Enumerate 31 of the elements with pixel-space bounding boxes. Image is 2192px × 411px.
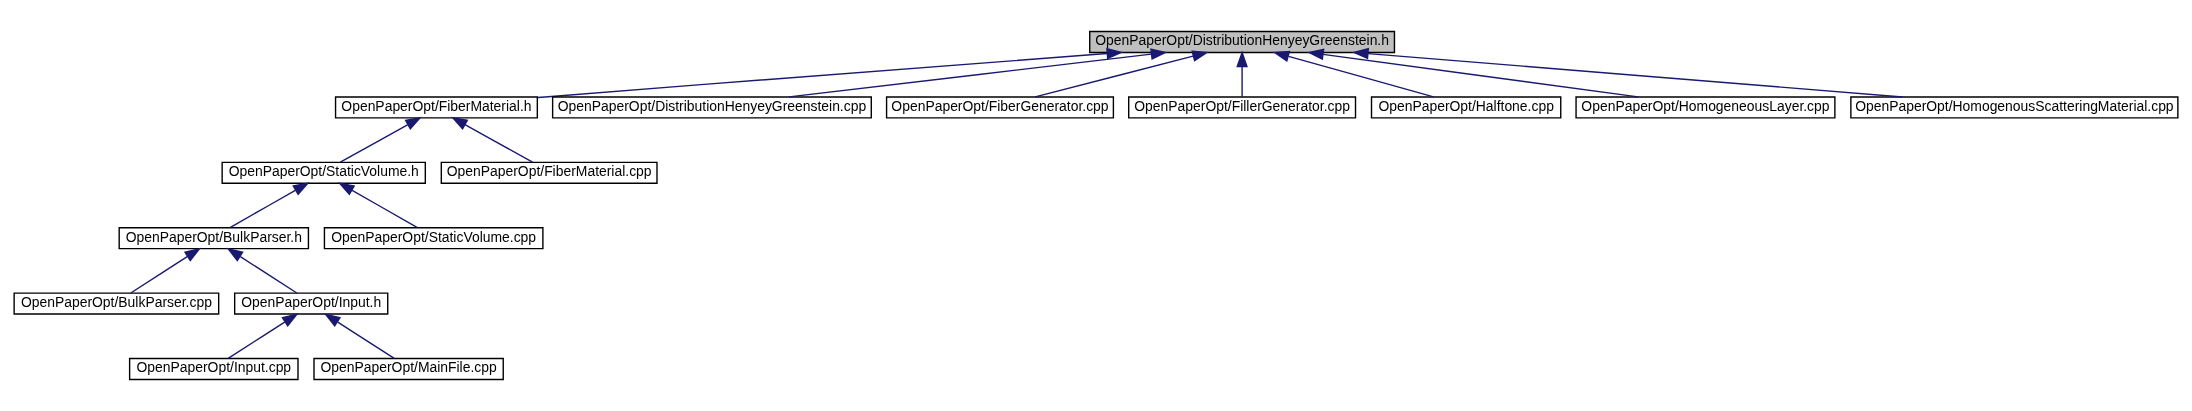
node-box: OpenPaperOpt/DistributionHenyeyGreenstein.cpp [551,96,872,119]
arrow [1236,50,1248,98]
arrow [227,313,299,360]
node-box: OpenPaperOpt/HomogeneousLayer.cpp [1575,96,1836,119]
node-box: OpenPaperOpt/DistributionHenyeyGreenstein.h [1089,30,1396,54]
node-box: OpenPaperOpt/StaticVolume.h [221,161,426,184]
arrow [339,116,422,163]
arrow [1351,47,1904,98]
arrow [1307,48,1639,98]
arrow [130,247,202,294]
node-box: OpenPaperOpt/Input.cpp [128,357,299,381]
node-box: OpenPaperOpt/BulkParser.h [118,227,310,250]
arrow [1034,50,1209,98]
arrow [788,48,1168,98]
node-box: OpenPaperOpt/FillerGenerator.cpp [1128,96,1357,119]
node-box: OpenPaperOpt/StaticVolume.cpp [323,227,544,250]
arrow [323,313,395,360]
arrow [536,47,1124,99]
arrow [229,182,310,229]
arrow [337,182,419,229]
arrow [450,116,534,163]
node-box: OpenPaperOpt/FiberMaterial.h [334,96,538,119]
node-box: OpenPaperOpt/FiberGenerator.cpp [885,96,1115,119]
arrow [226,247,298,294]
node-box: OpenPaperOpt/HomogenousScatteringMaterial.cpp [1850,96,2179,119]
arrow [1272,50,1435,98]
node-box: OpenPaperOpt/FiberMaterial.cpp [440,161,658,184]
node-box: OpenPaperOpt/Input.h [234,292,389,315]
node-box: OpenPaperOpt/Halftone.cpp [1370,96,1562,119]
node-box: OpenPaperOpt/MainFile.cpp [313,357,504,381]
node-box: OpenPaperOpt/BulkParser.cpp [13,292,220,315]
